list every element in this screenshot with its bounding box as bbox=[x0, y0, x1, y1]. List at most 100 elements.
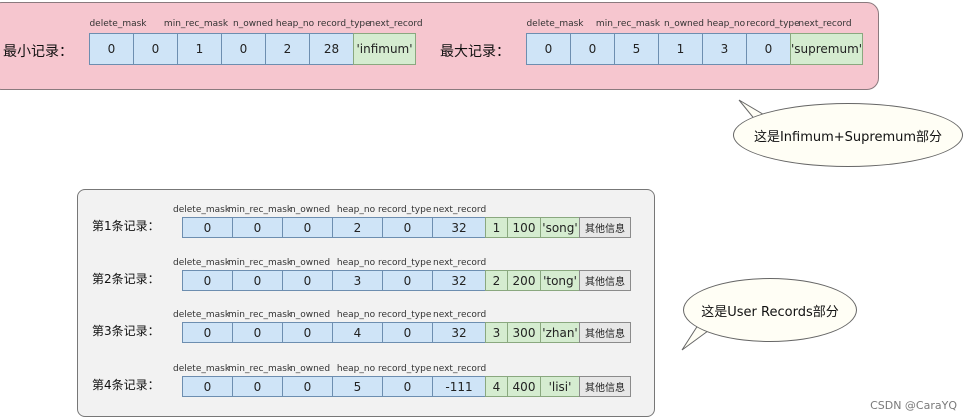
row-header-heap-no: heap_no bbox=[336, 310, 376, 320]
record-name-cell: 'zhan' bbox=[540, 322, 580, 343]
record-id-cell: 4 bbox=[485, 376, 508, 397]
record-n-owned: 0 bbox=[282, 217, 333, 238]
infimum-next-record: 28 bbox=[309, 33, 354, 65]
infimum-name-cell: 'infimum' bbox=[353, 33, 416, 65]
record-n-owned: 0 bbox=[282, 322, 333, 343]
header-record-type: record_type bbox=[746, 19, 800, 29]
record-n-owned: 0 bbox=[282, 270, 333, 291]
record-delete-mask: 0 bbox=[182, 376, 233, 397]
row-header-next-record: next_record bbox=[433, 310, 487, 320]
infimum-headers: delete_mask min_rec_mask n_owned heap_no… bbox=[78, 19, 422, 31]
record-record-type: 0 bbox=[382, 376, 433, 397]
watermark: CSDN @CaraYQ bbox=[870, 399, 957, 412]
record-delete-mask: 0 bbox=[182, 322, 233, 343]
infimum-heap-no: 0 bbox=[221, 33, 266, 65]
header-next-record: next_record bbox=[369, 19, 423, 29]
record-id-cell: 3 bbox=[485, 322, 508, 343]
record-value-cell: 400 bbox=[507, 376, 541, 397]
row-header-n-owned: n_owned bbox=[290, 205, 331, 215]
supremum-min-rec-mask: 0 bbox=[570, 33, 615, 65]
record-other-info-cell: 其他信息 bbox=[579, 217, 631, 238]
row-header-heap-no: heap_no bbox=[336, 258, 376, 268]
record-label: 第1条记录： bbox=[92, 219, 160, 233]
record-id-cell: 2 bbox=[485, 270, 508, 291]
header-delete-mask: delete_mask bbox=[526, 19, 584, 29]
row-header-next-record: next_record bbox=[433, 205, 487, 215]
record-min-rec-mask: 0 bbox=[232, 376, 283, 397]
header-record-type: record_type bbox=[317, 19, 371, 29]
record-record-type: 0 bbox=[382, 270, 433, 291]
infimum-n-owned: 1 bbox=[177, 33, 222, 65]
record-heap-no: 5 bbox=[332, 376, 383, 397]
record-delete-mask: 0 bbox=[182, 270, 233, 291]
supremum-record: 0 0 5 1 3 0 'supremum' bbox=[526, 33, 863, 65]
record-value-cell: 100 bbox=[507, 217, 541, 238]
supremum-next-record: 0 bbox=[746, 33, 791, 65]
header-heap-no: heap_no bbox=[706, 19, 746, 29]
record-min-rec-mask: 0 bbox=[232, 322, 283, 343]
record-label: 第4条记录： bbox=[92, 378, 160, 392]
record-min-rec-mask: 0 bbox=[232, 270, 283, 291]
row-header-record-type: record_type bbox=[378, 205, 432, 215]
infimum-delete-mask: 0 bbox=[89, 33, 134, 65]
record-heap-no: 2 bbox=[332, 217, 383, 238]
row-header-record-type: record_type bbox=[378, 258, 432, 268]
row-header-heap-no: heap_no bbox=[336, 364, 376, 374]
row-header-min-rec-mask: min_rec_mask bbox=[228, 310, 293, 320]
header-n-owned: n_owned bbox=[663, 19, 705, 29]
record-label: 第3条记录： bbox=[92, 324, 160, 338]
record-next-record: 32 bbox=[432, 217, 486, 238]
record-next-record: 32 bbox=[432, 270, 486, 291]
infimum-min-rec-mask: 0 bbox=[133, 33, 178, 65]
supremum-heap-no: 1 bbox=[658, 33, 703, 65]
header-heap-no: heap_no bbox=[275, 19, 315, 29]
record-id-cell: 1 bbox=[485, 217, 508, 238]
header-min-rec-mask: min_rec_mask bbox=[595, 19, 661, 29]
row-header-min-rec-mask: min_rec_mask bbox=[228, 364, 293, 374]
row-header-record-type: record_type bbox=[378, 364, 432, 374]
supremum-delete-mask: 0 bbox=[526, 33, 571, 65]
supremum-label: 最大记录： bbox=[440, 44, 510, 60]
infimum-label: 最小记录： bbox=[3, 44, 73, 60]
row-header-delete-mask: delete_mask bbox=[173, 310, 231, 320]
row-header-record-type: record_type bbox=[378, 310, 432, 320]
record-name-cell: 'tong' bbox=[540, 270, 580, 291]
infimum-record: 0 0 1 0 2 28 'infimum' bbox=[89, 33, 416, 65]
supremum-record-type: 3 bbox=[702, 33, 747, 65]
row-header-n-owned: n_owned bbox=[290, 364, 331, 374]
record-other-info-cell: 其他信息 bbox=[579, 270, 631, 291]
record-next-record: 32 bbox=[432, 322, 486, 343]
record-n-owned: 0 bbox=[282, 376, 333, 397]
row-header-next-record: next_record bbox=[433, 364, 487, 374]
row-header-min-rec-mask: min_rec_mask bbox=[228, 258, 293, 268]
record-heap-no: 3 bbox=[332, 270, 383, 291]
bubble-top: 这是Infimum+Supremum部分 bbox=[733, 103, 963, 167]
record-name-cell: 'song' bbox=[540, 217, 580, 238]
record-min-rec-mask: 0 bbox=[232, 217, 283, 238]
record-record-type: 0 bbox=[382, 322, 433, 343]
record-label: 第2条记录： bbox=[92, 272, 160, 286]
record-name-cell: 'lisi' bbox=[540, 376, 580, 397]
record-record-type: 0 bbox=[382, 217, 433, 238]
record-delete-mask: 0 bbox=[182, 217, 233, 238]
record-heap-no: 4 bbox=[332, 322, 383, 343]
record-other-info-cell: 其他信息 bbox=[579, 322, 631, 343]
row-header-delete-mask: delete_mask bbox=[173, 205, 231, 215]
supremum-name-cell: 'supremum' bbox=[790, 33, 863, 65]
record-next-record: -111 bbox=[432, 376, 486, 397]
supremum-headers: delete_mask min_rec_mask n_owned heap_no… bbox=[515, 19, 855, 31]
header-min-rec-mask: min_rec_mask bbox=[163, 19, 229, 29]
row-header-heap-no: heap_no bbox=[336, 205, 376, 215]
record-value-cell: 300 bbox=[507, 322, 541, 343]
bubble-mid: 这是User Records部分 bbox=[683, 278, 857, 342]
supremum-n-owned: 5 bbox=[614, 33, 659, 65]
row-header-delete-mask: delete_mask bbox=[173, 258, 231, 268]
row-header-n-owned: n_owned bbox=[290, 258, 331, 268]
row-header-next-record: next_record bbox=[433, 258, 487, 268]
header-n-owned: n_owned bbox=[232, 19, 274, 29]
record-other-info-cell: 其他信息 bbox=[579, 376, 631, 397]
header-delete-mask: delete_mask bbox=[89, 19, 147, 29]
